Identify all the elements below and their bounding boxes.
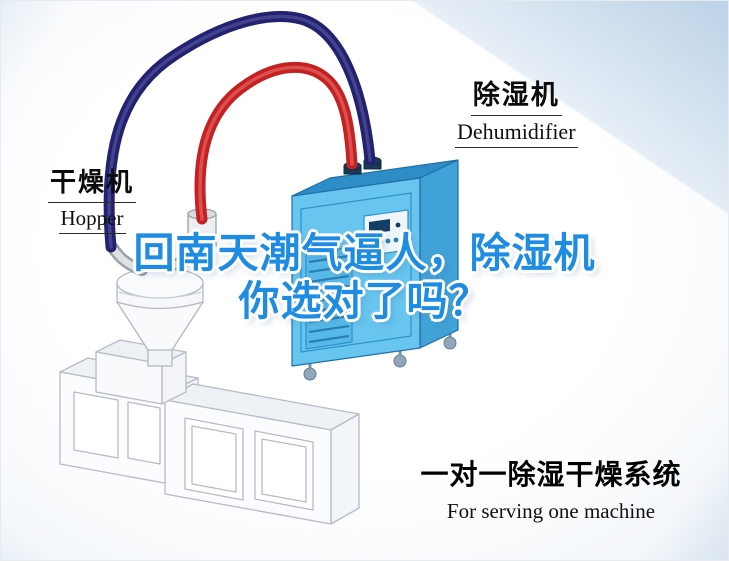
connection-hoses: [103, 11, 376, 253]
dehumidifier-label: 除湿机 Dehumidifier: [455, 73, 578, 148]
dehumidifier-door-outline: [300, 192, 412, 353]
control-button: [377, 239, 383, 245]
hopper-label-en: Hopper: [58, 203, 126, 234]
caption: 一对一除湿干燥系统 For serving one machine: [413, 453, 689, 524]
headline: 回南天潮气逼人，除湿机 你选对了吗？: [0, 229, 729, 325]
caster-wheel: [393, 354, 407, 368]
feed-box-front: [95, 351, 163, 405]
caption-en: For serving one machine: [446, 499, 656, 523]
red-supply-hose-highlight: [198, 65, 354, 221]
headline-line2: 你选对了吗？: [238, 276, 491, 325]
dehumidifier-label-zh: 除湿机: [470, 73, 562, 116]
caster-wheel: [303, 367, 317, 381]
left-cabinet-panels: [73, 391, 161, 465]
filter-duct: [164, 240, 206, 270]
control-button: [393, 237, 399, 243]
dehumidifier-unit-icon: [291, 156, 459, 381]
navy-return-hose-highlight: [107, 14, 372, 249]
hopper-label: 干燥机 Hopper: [48, 162, 137, 234]
caption-zh: 一对一除湿干燥系统: [420, 458, 682, 491]
dehumidifier-body: [291, 156, 459, 367]
right-cabinet-right: [330, 413, 360, 525]
control-button: [369, 240, 375, 246]
vent-slats: [308, 254, 350, 344]
right-cabinet-panels: [184, 417, 314, 511]
extruder-machine-icon: [59, 339, 360, 525]
control-display: [369, 219, 390, 234]
headline-line1: 回南天潮气逼人，除湿机: [133, 229, 596, 277]
control-button: [385, 238, 391, 244]
hopper-label-zh: 干燥机: [48, 162, 137, 203]
control-buttons: [369, 237, 399, 246]
hopper-dryer-icon: [107, 208, 217, 367]
right-cabinet-panel-insets: [191, 425, 307, 503]
dehumidifier-label-en: Dehumidifier: [455, 116, 578, 148]
hopper-neck: [147, 347, 173, 367]
power-button: [395, 222, 401, 228]
caster-wheel: [443, 336, 457, 350]
hopper-band-line: [118, 291, 202, 299]
